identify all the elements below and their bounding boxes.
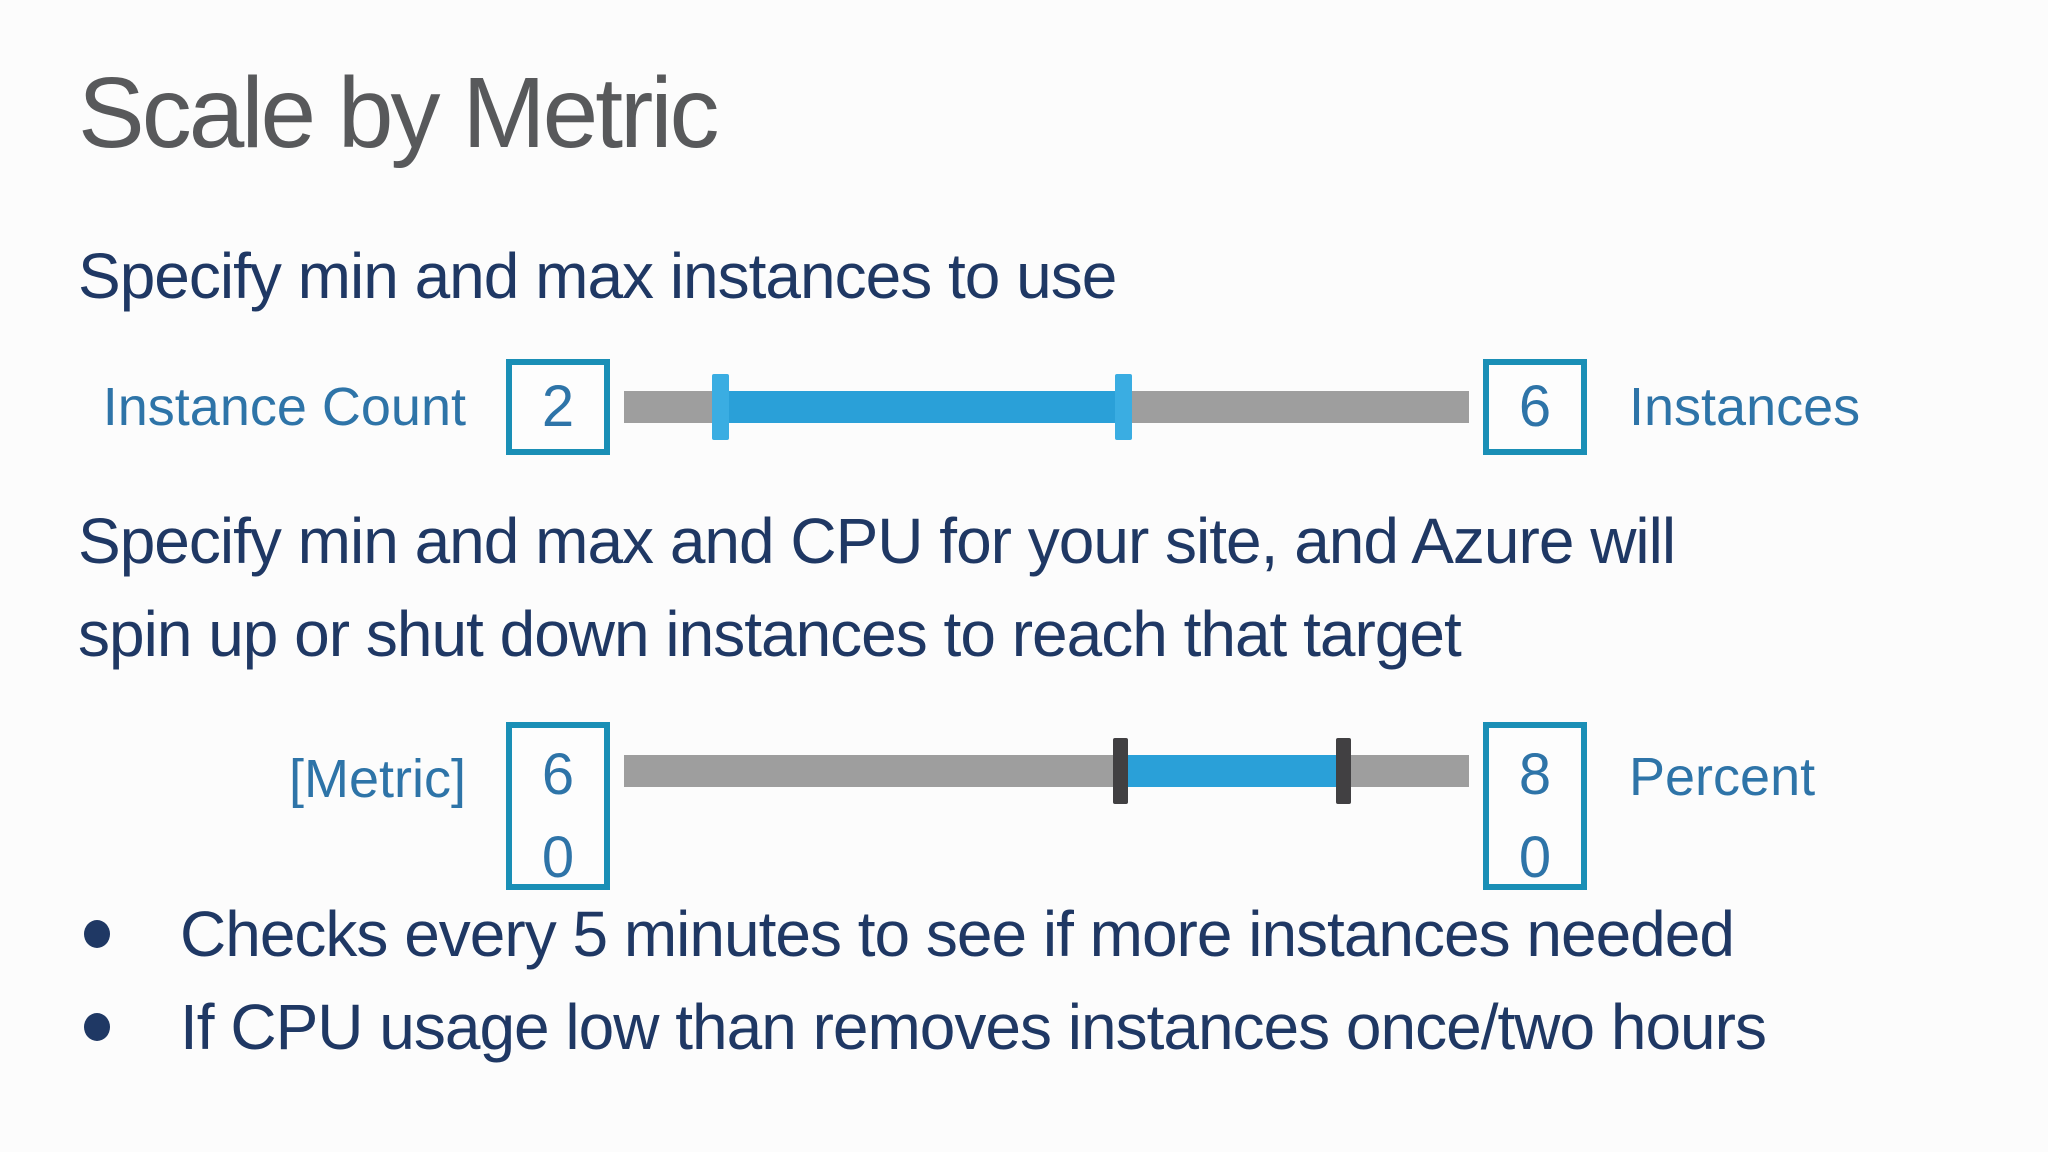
metric-label: [Metric] [288,749,466,810]
bullet-text: If CPU usage low than removes instances … [180,991,1767,1064]
percent-unit-label: Percent [1629,747,1816,808]
min-percent-slider-handle[interactable] [1113,738,1128,805]
instance-count-slider-row: Instance Count 2 6 Instances [78,358,1988,455]
max-instances-value-box[interactable]: 6 [1483,358,1587,455]
instances-unit-label: Instances [1629,376,1861,437]
max-percent-value: 80 [1518,742,1552,890]
max-percent-value-box[interactable]: 80 [1483,722,1587,891]
min-instances-slider-handle[interactable] [712,373,729,440]
min-instances-value-box[interactable]: 2 [506,358,610,455]
bullet-text: Checks every 5 minutes to see if more in… [180,898,1735,971]
section2-heading: Specify min and max and CPU for your sit… [78,495,1988,681]
max-instances-value: 6 [1518,374,1552,440]
metric-slider-track[interactable] [624,738,1469,805]
min-percent-value: 60 [541,742,575,890]
list-item: Checks every 5 minutes to see if more in… [78,896,1988,973]
section1-heading: Specify min and max instances to use [78,240,1117,312]
instance-count-label: Instance Count [102,376,466,437]
min-instances-value: 2 [541,374,575,440]
bullet-dot [84,1013,110,1042]
page-title: Scale by Metric [78,57,720,169]
bullet-list: Checks every 5 minutes to see if more in… [78,896,1988,1066]
slider-range-fill [1128,755,1336,788]
section2-heading-line2: spin up or shut down instances to reach … [78,597,1462,670]
list-item: If CPU usage low than removes instances … [78,989,1988,1066]
slider-range-fill [728,390,1115,423]
section2-heading-line1: Specify min and max and CPU for your sit… [78,504,1676,577]
max-percent-slider-handle[interactable] [1336,738,1351,805]
min-percent-value-box[interactable]: 60 [506,722,610,891]
instance-count-slider-track[interactable] [624,373,1469,440]
bullet-dot [84,920,110,949]
max-instances-slider-handle[interactable] [1115,373,1132,440]
metric-slider-row: [Metric] 60 80 Percent [78,722,1988,891]
